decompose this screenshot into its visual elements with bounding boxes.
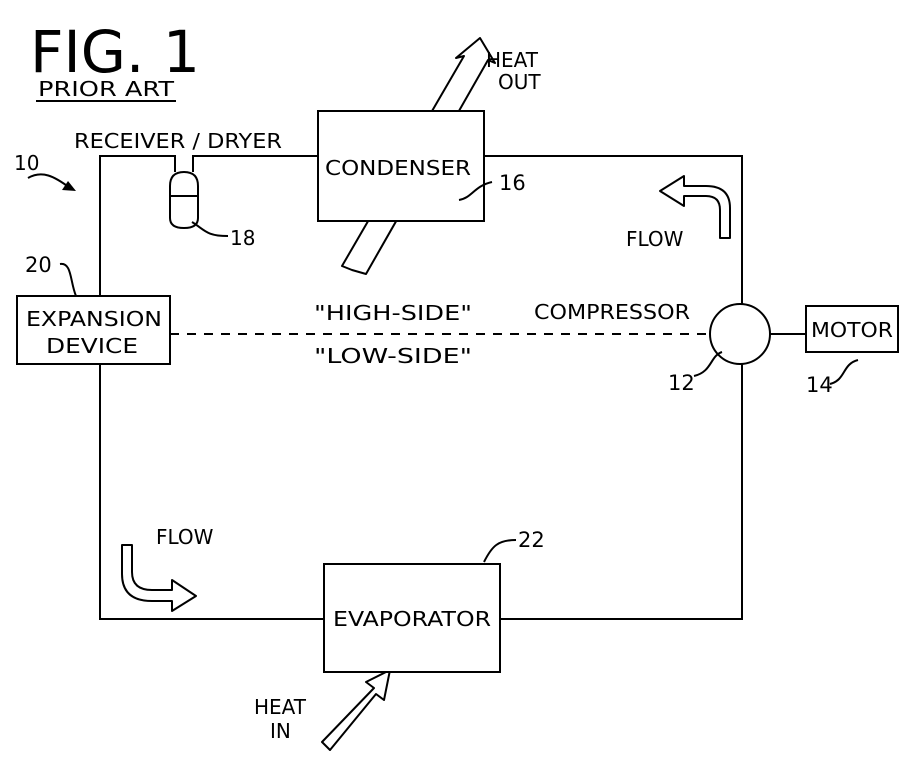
system-ref-arrowhead bbox=[62, 181, 76, 191]
flow-label-left: FLOW bbox=[156, 525, 214, 549]
flow-arrow-left bbox=[122, 545, 196, 611]
expansion-ref-leader bbox=[60, 264, 76, 296]
heat-in-label-line2: IN bbox=[270, 719, 291, 743]
high-side-label: "HIGH-SIDE" bbox=[314, 301, 472, 325]
evaporator-label: EVAPORATOR bbox=[333, 607, 491, 631]
motor-ref-leader bbox=[830, 360, 858, 384]
expansion-device-label-line2: DEVICE bbox=[46, 334, 138, 358]
motor-label: MOTOR bbox=[811, 318, 893, 342]
receiver-dryer-canister bbox=[170, 172, 198, 228]
evaporator-ref-leader bbox=[484, 540, 516, 562]
receiver-ref-leader bbox=[192, 222, 228, 236]
expansion-device-ref: 20 bbox=[25, 253, 52, 277]
evaporator-ref: 22 bbox=[518, 528, 545, 552]
receiver-dryer-ref: 18 bbox=[230, 226, 255, 250]
heat-out-label-line2: OUT bbox=[498, 70, 541, 94]
heat-out-label-line1: HEAT bbox=[486, 48, 539, 72]
system-ref: 10 bbox=[14, 151, 39, 175]
compressor-ref-leader bbox=[694, 352, 722, 376]
system-ref-arrow bbox=[28, 174, 70, 188]
flow-label-right: FLOW bbox=[626, 227, 684, 251]
refrigerant-loop bbox=[100, 156, 806, 619]
heat-in-label-line1: HEAT bbox=[254, 695, 307, 719]
figure-subtitle: PRIOR ART bbox=[38, 77, 175, 101]
compressor-symbol bbox=[710, 304, 770, 364]
heat-in-arrow bbox=[322, 670, 390, 750]
expansion-device-label-line1: EXPANSION bbox=[26, 307, 162, 331]
condenser-ref: 16 bbox=[499, 171, 526, 195]
low-side-label: "LOW-SIDE" bbox=[314, 344, 472, 368]
compressor-label: COMPRESSOR bbox=[534, 300, 690, 324]
receiver-dryer-label: RECEIVER / DRYER bbox=[74, 129, 282, 153]
compressor-ref: 12 bbox=[668, 371, 695, 395]
condenser-label: CONDENSER bbox=[325, 156, 471, 180]
motor-ref: 14 bbox=[806, 373, 833, 397]
figure-title: FIG. 1 bbox=[30, 18, 200, 86]
